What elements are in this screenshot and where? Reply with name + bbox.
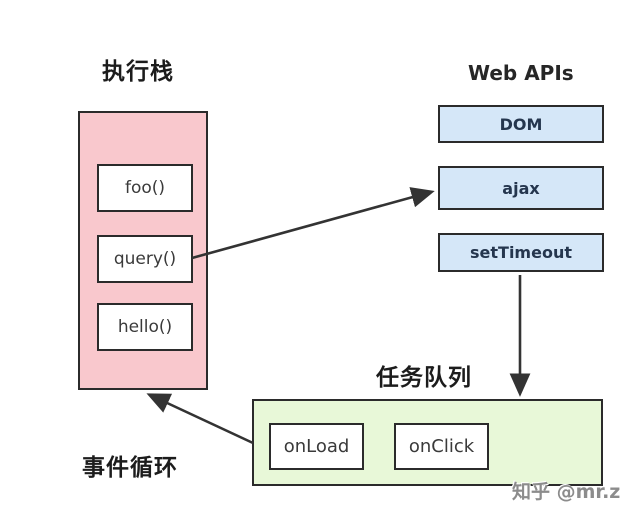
webapi-box-settimeout: setTimeout	[438, 233, 604, 272]
arrow-task-queue-to-execution-stack	[146, 393, 254, 445]
watermark: 知乎 @mr.z	[512, 481, 621, 503]
arrow-query-to-ajax	[191, 187, 435, 260]
stack-frame-foo: foo()	[97, 164, 193, 212]
webapi-box-ajax: ajax	[438, 166, 604, 210]
execution-stack-box: foo() query() hello()	[78, 111, 208, 390]
execution-stack-title: 执行栈	[102, 59, 174, 85]
queue-item-onclick: onClick	[394, 423, 489, 470]
task-queue-box: onLoad onClick	[252, 399, 603, 486]
web-apis-title: Web APIs	[468, 61, 574, 85]
webapi-box-dom: DOM	[438, 105, 604, 143]
event-loop-label: 事件循环	[82, 455, 178, 481]
queue-item-onload: onLoad	[269, 423, 364, 470]
stack-frame-query: query()	[97, 235, 193, 283]
stack-frame-hello: hello()	[97, 303, 193, 351]
task-queue-title: 任务队列	[376, 365, 472, 391]
